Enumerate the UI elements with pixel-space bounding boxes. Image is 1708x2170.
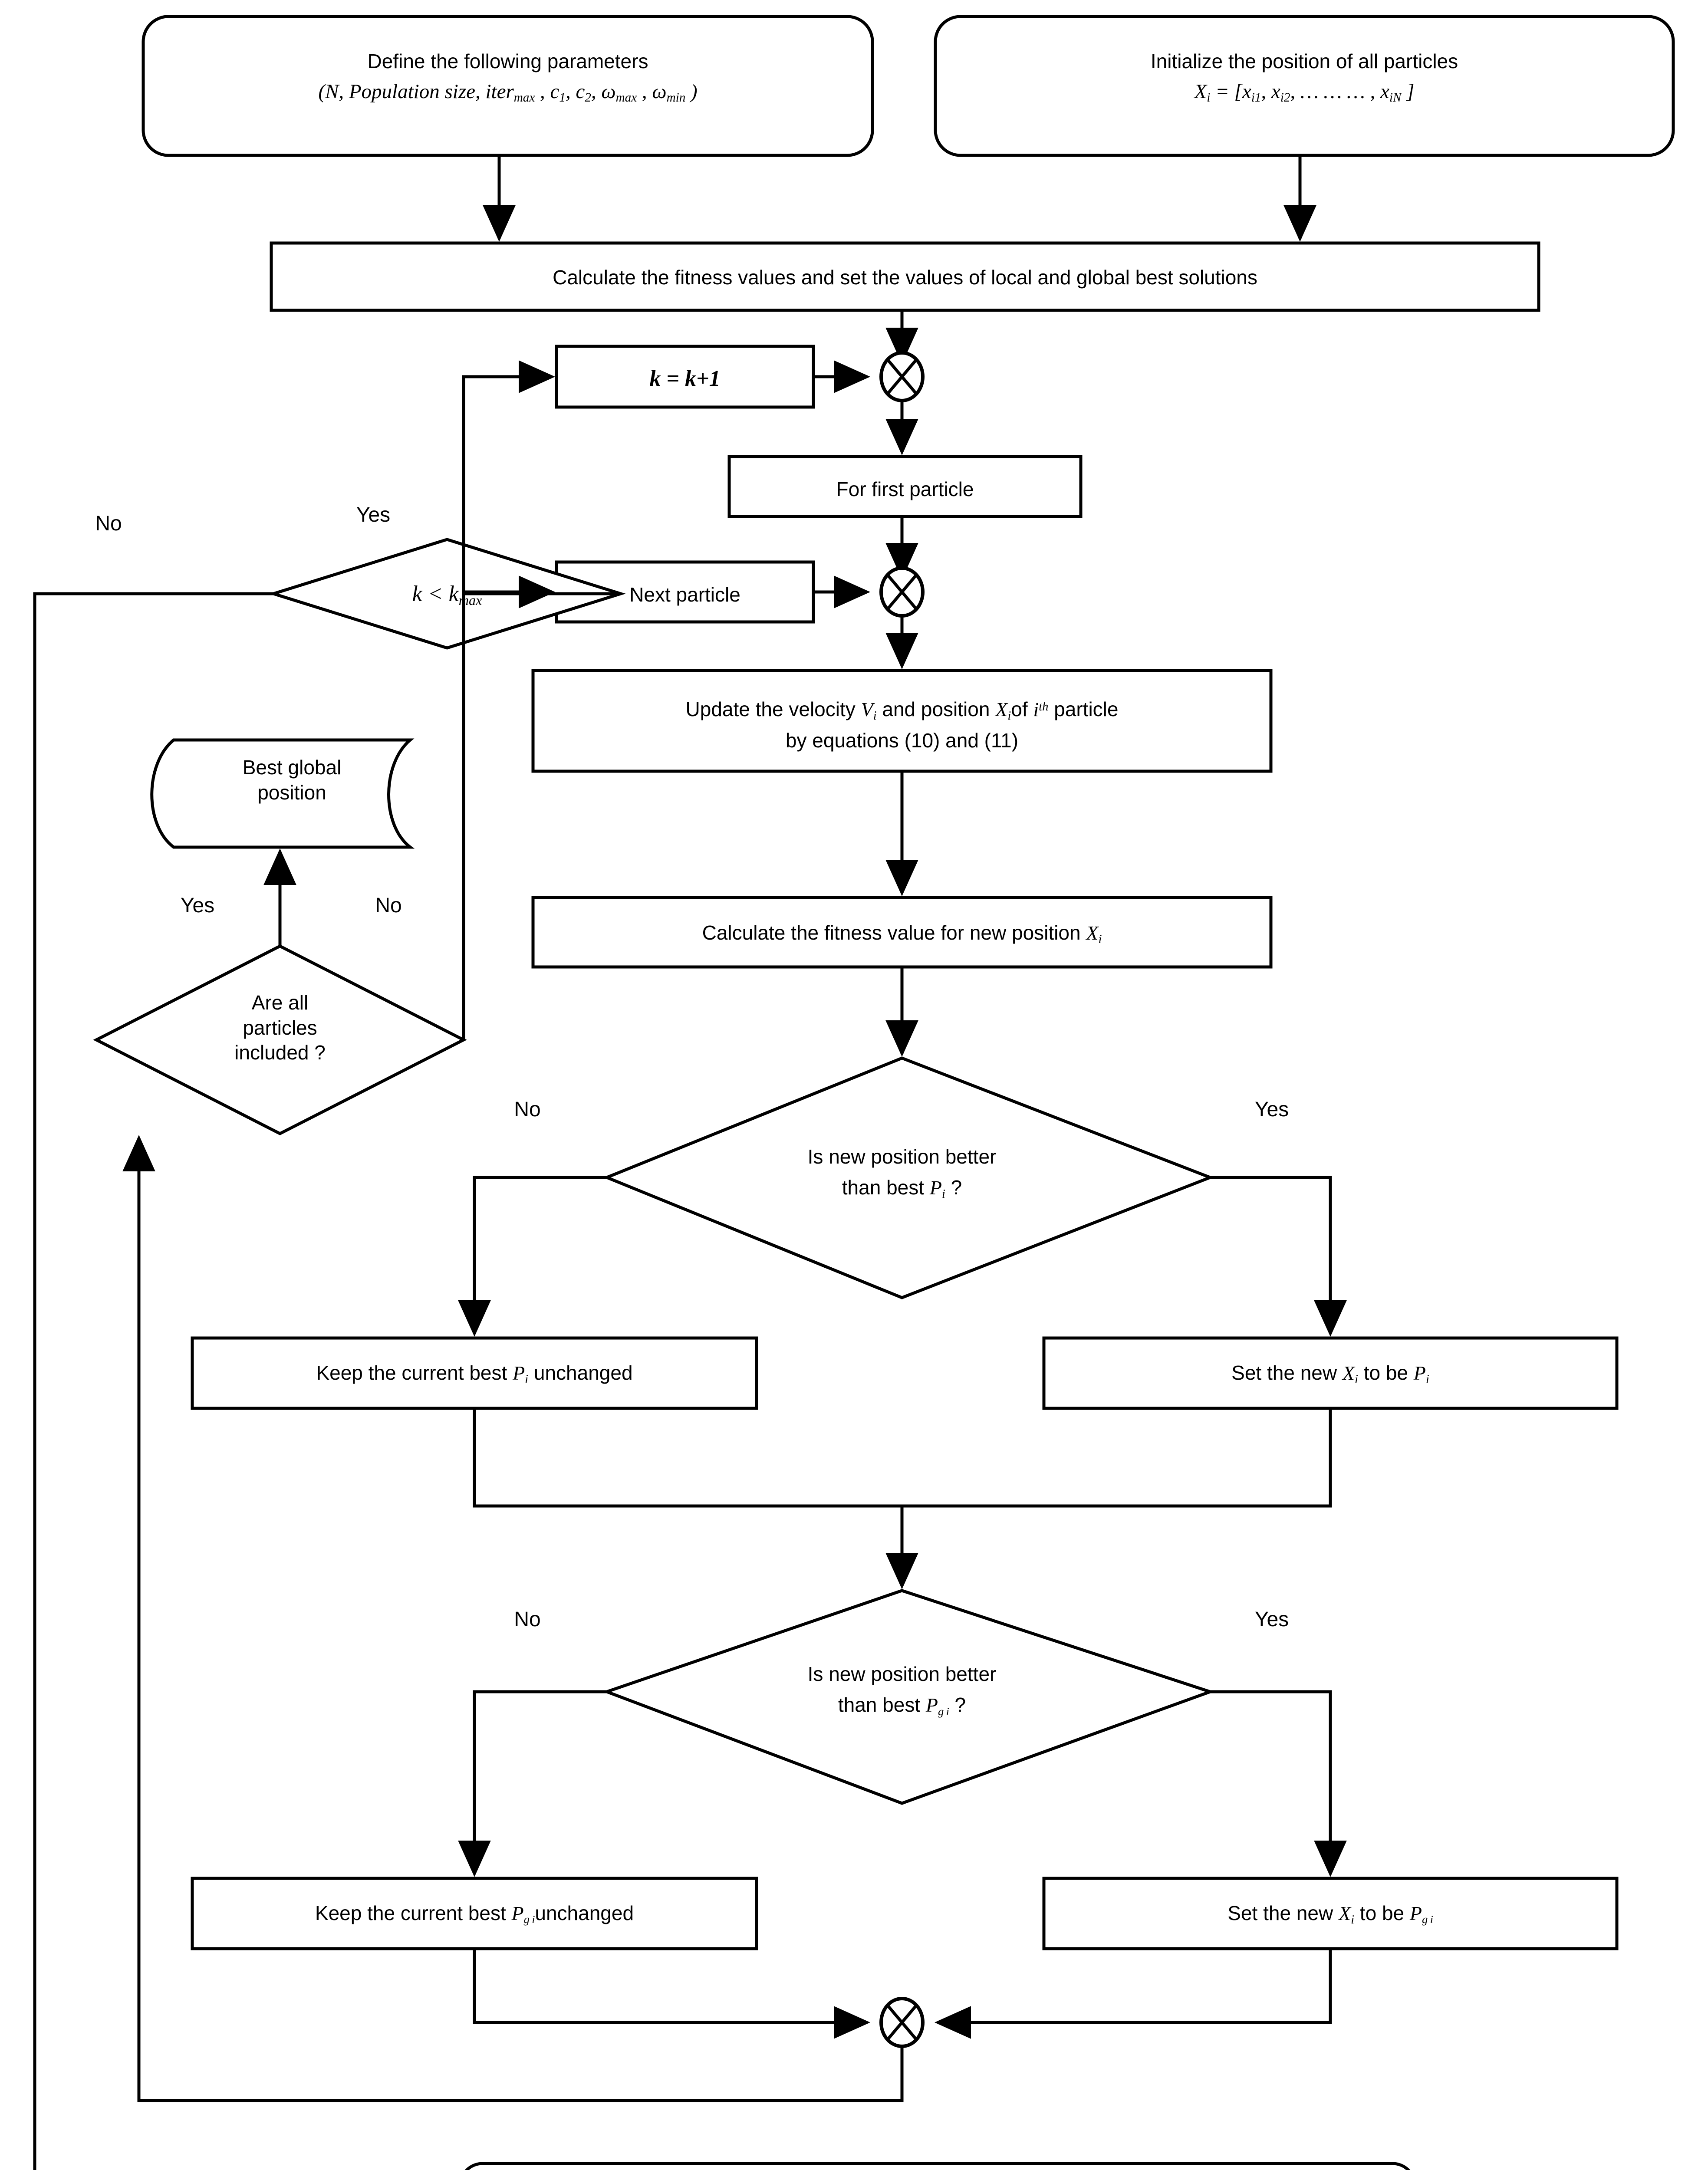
branch-label-pgi-yes: Yes bbox=[1254, 1608, 1289, 1631]
conn-keeppi-to-pgi bbox=[473, 1408, 902, 1508]
conn-betterpi-yes-to-setpi bbox=[1210, 1176, 1347, 1337]
shape-define-params bbox=[142, 15, 874, 157]
label-set-pi-text: Set the new Xi to be Pi bbox=[1231, 1361, 1429, 1386]
label-k-less-kmax-text: k < k bbox=[412, 582, 459, 606]
shape-init-position bbox=[934, 15, 1675, 157]
merge-junction-bottom bbox=[879, 1997, 925, 2048]
label-define-params-formula: (N, Population size, itermax , c1, c2, ω… bbox=[143, 78, 872, 106]
branch-label-kmax-yes: Yes bbox=[356, 503, 391, 526]
shape-for-first-particle bbox=[727, 455, 1083, 518]
conn-betterpi-no-to-keeppi bbox=[458, 1176, 607, 1337]
label-update-velocity-line1: Update the velocity Vi and position Xiof… bbox=[685, 698, 1119, 723]
shape-calc-fitness-global bbox=[270, 241, 1540, 312]
branch-label-kmax-no: No bbox=[95, 512, 122, 535]
shape-update-velocity bbox=[531, 669, 1273, 773]
label-k-increment: k = k+1 bbox=[649, 366, 721, 391]
label-better-than-pi-line1: Is new position better bbox=[807, 1145, 997, 1168]
branch-label-pi-no: No bbox=[514, 1098, 541, 1121]
conn-particles-no-to-next-particle bbox=[462, 575, 555, 1040]
conn-betterpgi-yes-to-setpgi bbox=[1210, 1690, 1347, 1877]
label-keep-pi-text: Keep the current best Pi unchanged bbox=[316, 1361, 633, 1386]
branch-label-particles-no: No bbox=[375, 894, 402, 917]
formula-define-params: (N, Population size, itermax , c1, c2, ω… bbox=[318, 80, 698, 105]
conn-keeppgi-to-merge-bottom bbox=[473, 1949, 870, 2039]
shape-output-solution bbox=[464, 2162, 1411, 2170]
branch-label-pi-yes: Yes bbox=[1254, 1098, 1289, 1121]
label-better-than-pgi: Is new position better than best Pg i ? bbox=[702, 1659, 1102, 1721]
label-keep-pi: Keep the current best Pi unchanged bbox=[201, 1359, 748, 1388]
label-all-particles-line2: particles bbox=[243, 1016, 317, 1039]
label-keep-pgi: Keep the current best Pg iunchanged bbox=[201, 1900, 748, 1927]
label-better-than-pgi-line2: than best Pg i ? bbox=[838, 1693, 966, 1718]
formula-init-position: Xi = [xi1, xi2, … … … , xiN ] bbox=[1194, 80, 1415, 105]
conn-setpi-to-pgi bbox=[902, 1408, 1332, 1508]
merge-junction-top bbox=[879, 351, 925, 402]
label-all-particles-line3: included ? bbox=[234, 1041, 326, 1064]
conn-setpgi-to-merge-bottom bbox=[935, 1949, 1332, 2039]
label-best-global-position: Best global position bbox=[174, 755, 410, 805]
shape-best-global-position-outline bbox=[150, 738, 415, 849]
label-init-position-formula: Xi = [xi1, xi2, … … … , xiN ] bbox=[935, 78, 1673, 106]
shape-set-pgi bbox=[1042, 1877, 1619, 1950]
label-all-particles-line1: Are all bbox=[251, 991, 309, 1014]
merge-junction-particle bbox=[879, 566, 925, 618]
conn-merge-bottom-to-particles-loop bbox=[122, 1135, 904, 2102]
shape-keep-pgi bbox=[191, 1877, 758, 1950]
label-next-particle: Next particle bbox=[629, 583, 740, 606]
branch-label-pgi-no: No bbox=[514, 1608, 541, 1631]
label-k-less-kmax: k < kmax bbox=[412, 582, 482, 608]
label-update-velocity: Update the velocity Vi and position Xiof… bbox=[542, 694, 1262, 756]
label-better-than-pgi-line1: Is new position better bbox=[807, 1663, 997, 1685]
shape-calc-fitness-new bbox=[531, 896, 1273, 969]
label-keep-pgi-text: Keep the current best Pg iunchanged bbox=[315, 1902, 634, 1926]
label-for-first-particle: For first particle bbox=[836, 478, 974, 500]
label-set-pi: Set the new Xi to be Pi bbox=[1053, 1359, 1608, 1388]
label-update-velocity-line2: by equations (10) and (11) bbox=[785, 729, 1019, 752]
label-all-particles-included: Are all particles included ? bbox=[106, 990, 454, 1065]
label-init-position-line1: Initialize the position of all particles bbox=[1150, 50, 1458, 72]
label-best-global-position-line2: position bbox=[257, 781, 326, 804]
label-better-than-pi: Is new position better than best Pi ? bbox=[702, 1141, 1102, 1204]
label-calc-fitness-new: Calculate the fitness value for new posi… bbox=[542, 919, 1262, 948]
shape-k-increment bbox=[555, 345, 815, 409]
branch-label-particles-yes: Yes bbox=[180, 894, 215, 917]
label-calc-fitness-new-text: Calculate the fitness value for new posi… bbox=[702, 921, 1102, 946]
label-define-params-line1: Define the following parameters bbox=[367, 50, 648, 72]
label-set-pgi: Set the new Xi to be Pg i bbox=[1053, 1900, 1608, 1928]
label-set-pgi-text: Set the new Xi to be Pg i bbox=[1228, 1902, 1433, 1927]
label-best-global-position-line1: Best global bbox=[242, 756, 342, 779]
conn-kmax-no-to-output bbox=[33, 592, 273, 2170]
label-calc-fitness-global: Calculate the fitness values and set the… bbox=[553, 266, 1257, 289]
label-better-than-pi-line2: than best Pi ? bbox=[842, 1176, 962, 1201]
conn-betterpgi-no-to-keeppgi bbox=[458, 1690, 607, 1877]
shape-keep-pi bbox=[191, 1336, 758, 1410]
